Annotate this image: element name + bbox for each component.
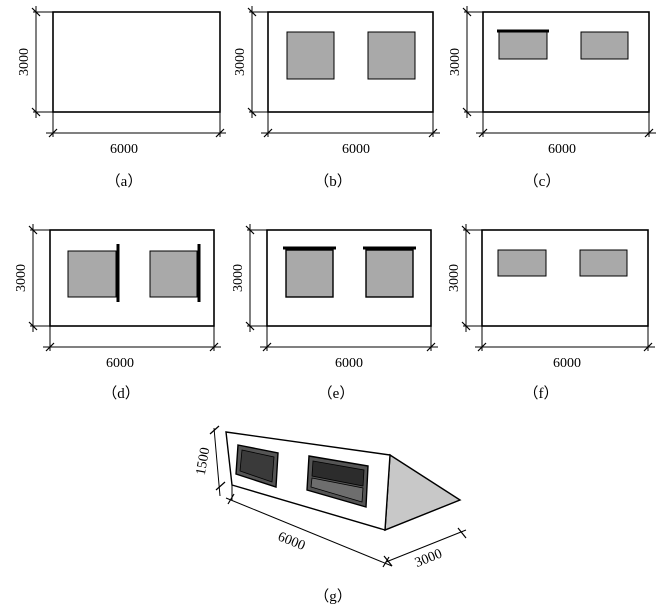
window-right — [367, 31, 416, 80]
iso-window-right-glass-upper — [311, 460, 365, 487]
height-tick-top — [461, 225, 471, 235]
width-tick-left — [262, 342, 272, 352]
iso-depth-label: 3000 — [413, 547, 445, 571]
iso-depth-dimension-line — [385, 529, 467, 563]
width-tick-right — [426, 342, 436, 352]
height-tick-bottom — [245, 321, 255, 331]
window-left — [497, 249, 547, 277]
width-label: 6000 — [553, 356, 581, 371]
width-tick-left — [478, 128, 488, 138]
height-label: 3000 — [233, 48, 248, 76]
window-left — [498, 31, 548, 60]
height-label: 3000 — [17, 48, 32, 76]
height-tick-bottom — [461, 321, 471, 331]
iso-depth-tick-right — [457, 527, 467, 539]
iso-width-label: 6000 — [276, 530, 308, 554]
panel-caption: （f） — [524, 385, 559, 402]
width-label: 6000 — [335, 356, 363, 371]
width-label: 6000 — [342, 142, 370, 157]
panel-caption: （d） — [102, 385, 140, 402]
window-right — [580, 31, 629, 60]
width-tick-right — [644, 128, 654, 138]
window-right — [149, 250, 198, 298]
panel-caption: （e） — [318, 385, 355, 402]
height-tick-top — [245, 225, 255, 235]
height-tick-bottom — [28, 321, 38, 331]
side-face — [384, 453, 462, 532]
height-tick-top — [28, 225, 38, 235]
iso-height-label: 1500 — [194, 446, 214, 476]
width-tick-right — [209, 342, 219, 352]
height-tick-top — [247, 7, 257, 17]
height-label: 3000 — [231, 264, 246, 292]
wall-outline — [49, 229, 215, 327]
wall-outline — [481, 229, 649, 327]
panel-caption: （c） — [524, 173, 561, 190]
width-tick-right — [643, 342, 653, 352]
panel-d: 3000 6000 （d） — [14, 224, 221, 402]
iso-height-tick-bottom — [215, 481, 226, 491]
width-label: 6000 — [106, 356, 134, 371]
width-tick-right — [215, 128, 225, 138]
wall-outline — [267, 11, 434, 113]
panel-a: 3000 6000 （a） — [17, 6, 226, 190]
panel-caption: （g） — [314, 588, 352, 605]
width-tick-right — [428, 128, 438, 138]
panel-f: 3000 6000 （f） — [447, 224, 655, 402]
iso-height-dimension-line — [213, 427, 221, 497]
panel-c: 3000 6000 （c） — [448, 6, 656, 190]
iso-window-left-glass — [239, 449, 275, 483]
width-tick-left — [477, 342, 487, 352]
wall-outline — [482, 11, 650, 113]
width-label: 6000 — [548, 142, 576, 157]
iso-width-dimension-line — [225, 497, 393, 567]
panel-caption: （a） — [106, 173, 143, 190]
window-left — [67, 250, 117, 298]
height-label: 3000 — [14, 264, 29, 292]
height-tick-top — [462, 7, 472, 17]
panel-caption: （b） — [314, 173, 352, 190]
height-tick-bottom — [462, 107, 472, 117]
base-right-edge — [384, 499, 461, 531]
width-tick-left — [263, 128, 273, 138]
height-label: 3000 — [447, 264, 462, 292]
iso-width-tick-left — [227, 493, 235, 505]
window-left — [286, 31, 335, 80]
height-label: 3000 — [448, 48, 463, 76]
wall-outline — [52, 11, 221, 113]
window-right — [365, 249, 414, 298]
panel-e: 3000 6000 （e） — [231, 224, 438, 402]
window-right — [579, 249, 628, 277]
iso-window-right-glass-lower — [310, 477, 364, 503]
width-tick-left — [48, 128, 58, 138]
iso-height-tick-top — [209, 425, 220, 435]
panel-b: 3000 6000 （b） — [233, 6, 440, 190]
iso-depth-tick-left — [383, 555, 393, 567]
height-tick-bottom — [31, 107, 41, 117]
height-tick-bottom — [247, 107, 257, 117]
wall-outline — [266, 229, 432, 327]
height-tick-top — [31, 7, 41, 17]
window-left — [285, 249, 334, 298]
width-label: 6000 — [110, 142, 138, 157]
panel-g-isometric: 1500 6000 3000 （g） — [194, 425, 467, 605]
width-tick-left — [45, 342, 55, 352]
